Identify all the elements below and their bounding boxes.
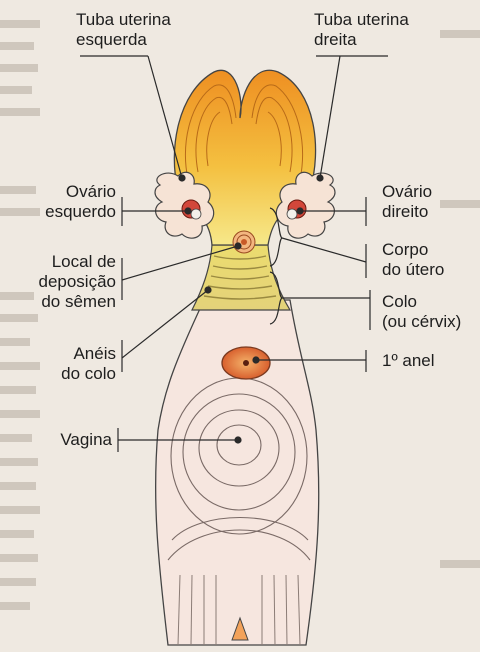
label-line: Ovário — [22, 182, 116, 202]
label-vagina: Vagina — [22, 430, 112, 450]
label-line: Colo — [382, 292, 461, 312]
uterine-body-spiral — [233, 231, 255, 253]
label-line: Tuba uterina — [314, 10, 409, 30]
label-line: do útero — [382, 260, 444, 280]
label-local-de-deposicao: Local de deposição do sêmen — [6, 252, 116, 312]
label-primeiro-anel: 1º anel — [382, 351, 435, 371]
label-tuba-uterina-esquerda: Tuba uterina esquerda — [76, 10, 171, 50]
label-ovario-esquerdo: Ovário esquerdo — [22, 182, 116, 222]
label-line: Corpo — [382, 240, 444, 260]
label-line: Anéis — [22, 344, 116, 364]
label-tuba-uterina-direita: Tuba uterina dreita — [314, 10, 409, 50]
label-line: dreita — [314, 30, 409, 50]
label-line: do colo — [22, 364, 116, 384]
label-line: direito — [382, 202, 432, 222]
label-colo: Colo (ou cérvix) — [382, 292, 461, 332]
label-line: Local de — [6, 252, 116, 272]
label-line: deposição — [6, 272, 116, 292]
label-line: do sêmen — [6, 292, 116, 312]
label-ovario-direito: Ovário direito — [382, 182, 432, 222]
label-line: Tuba uterina — [76, 10, 171, 30]
label-line: Ovário — [382, 182, 432, 202]
label-corpo-do-utero: Corpo do útero — [382, 240, 444, 280]
label-line: esquerda — [76, 30, 171, 50]
label-line: esquerdo — [22, 202, 116, 222]
label-aneis-do-colo: Anéis do colo — [22, 344, 116, 384]
label-line: (ou cérvix) — [382, 312, 461, 332]
